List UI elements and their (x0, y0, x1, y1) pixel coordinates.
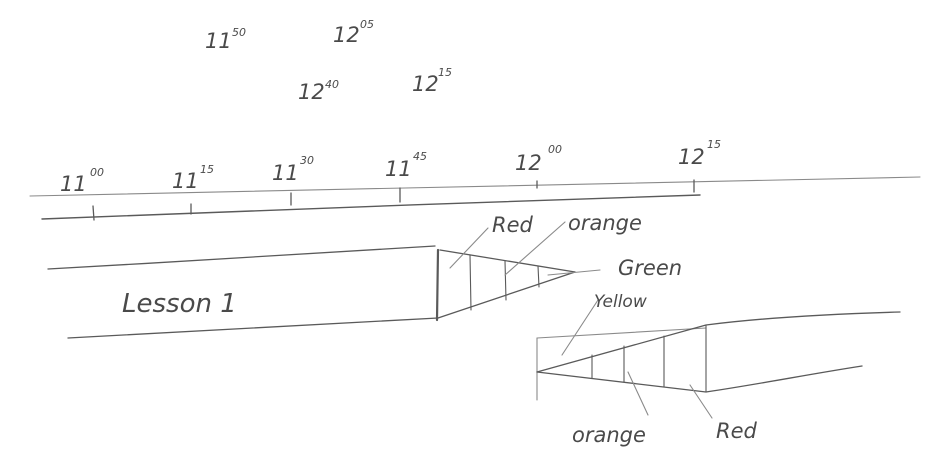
tick-label-1115: 11 15 (172, 163, 214, 193)
svg-text:12: 12 (298, 80, 325, 104)
funnel-divider (505, 261, 506, 300)
leader-red (450, 228, 488, 268)
svg-text:11: 11 (385, 157, 412, 181)
tick-label-1100: 11 00 (60, 166, 104, 196)
svg-text:12: 12 (678, 145, 705, 169)
faint-guide-line (30, 177, 920, 196)
label-red-lower: Red (716, 419, 758, 443)
label-orange-upper: orange (568, 211, 642, 235)
funnel-top-edge (440, 250, 575, 272)
lesson-band-top-edge (48, 246, 435, 269)
funnel-bottom-edge (438, 272, 575, 318)
svg-text:11: 11 (60, 172, 87, 196)
svg-text:12: 12 (333, 23, 360, 47)
lower-funnel-bottom-edge (537, 366, 862, 392)
tick-label-1200: 12 00 (515, 143, 562, 175)
tick-label-1145: 11 45 (385, 150, 427, 181)
lower-funnel-labels: orange Red (572, 419, 758, 447)
label-orange-lower: orange (572, 423, 646, 447)
lower-funnel-leaders (628, 372, 712, 418)
leader-yellow (562, 300, 598, 355)
svg-text:30: 30 (300, 154, 314, 167)
time-label-top-1: 11 50 (205, 26, 246, 53)
svg-text:15: 15 (200, 163, 214, 176)
svg-text:00: 00 (90, 166, 104, 179)
svg-text:00: 00 (548, 143, 562, 156)
label-red-upper: Red (492, 213, 534, 237)
top-times: 11 50 12 05 12 40 12 15 (205, 18, 452, 104)
lesson-label: Lesson 1 (122, 289, 237, 319)
label-yellow-upper: Yellow (594, 292, 647, 312)
svg-text:15: 15 (438, 66, 452, 79)
lesson-band-bottom-edge (68, 318, 438, 338)
svg-text:15: 15 (707, 138, 721, 151)
timeline-tick-labels: 11 00 11 15 11 30 11 45 12 00 12 15 (60, 138, 721, 196)
time-label-top-3: 12 40 (298, 78, 339, 104)
svg-text:12: 12 (515, 151, 542, 175)
svg-text:40: 40 (325, 78, 339, 91)
time-label-top-4: 12 15 (412, 66, 452, 96)
svg-text:11: 11 (272, 161, 299, 185)
leader-green (548, 270, 600, 275)
svg-text:12: 12 (412, 72, 439, 96)
label-green-upper: Green (618, 256, 682, 280)
tick-label-1130: 11 30 (272, 154, 314, 185)
funnel-divider (470, 255, 471, 310)
lower-funnel (537, 312, 900, 400)
leader-orange-lower (628, 372, 648, 415)
lesson-band: Lesson 1 (48, 246, 438, 338)
svg-text:11: 11 (172, 169, 199, 193)
time-label-top-2: 12 05 (333, 18, 374, 47)
tick-label-1215: 12 15 (678, 138, 721, 169)
leader-red-lower (690, 385, 712, 418)
svg-text:45: 45 (413, 150, 427, 163)
svg-text:11: 11 (205, 29, 232, 53)
svg-text:50: 50 (232, 26, 246, 39)
funnel-base (437, 250, 438, 320)
tick-mark (93, 206, 94, 220)
svg-text:05: 05 (360, 18, 374, 31)
lower-funnel-guide (537, 328, 706, 338)
